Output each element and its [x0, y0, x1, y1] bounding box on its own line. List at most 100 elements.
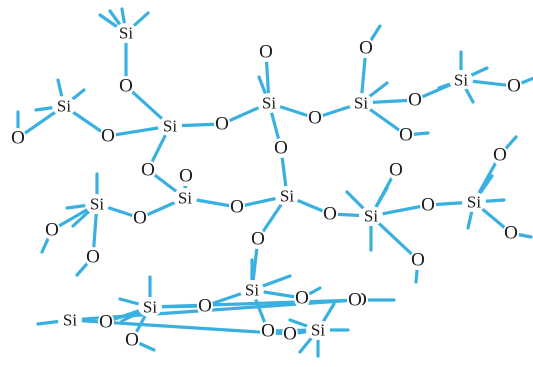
si-label: Si: [354, 94, 368, 113]
oxygen-atom-o14: O: [229, 197, 245, 218]
atom-label-background: [100, 126, 116, 146]
o-label: O: [119, 76, 133, 97]
atom-label-background: [282, 324, 298, 344]
o-label: O: [125, 330, 139, 351]
atom-label-background: [140, 160, 156, 180]
atom-label-background: [132, 208, 148, 228]
si-label: Si: [467, 193, 481, 212]
o-label: O: [99, 312, 113, 333]
oxygen-atom-o18: O: [250, 229, 266, 250]
atom-label-background: [322, 204, 338, 224]
oxygen-atom-o24: O: [197, 296, 213, 317]
silicon-atom-si6: Si: [449, 70, 473, 90]
si-label: Si: [262, 94, 276, 113]
o-label: O: [359, 38, 373, 59]
atom-label-background: [462, 192, 486, 212]
oxygen-atom-o2: O: [100, 126, 116, 147]
si-label: Si: [119, 24, 133, 43]
si-label: Si: [143, 298, 157, 317]
o-label: O: [507, 76, 521, 97]
si-label: Si: [63, 311, 77, 330]
silicon-atom-si5: Si: [349, 93, 373, 113]
atom-label-background: [178, 166, 194, 186]
oxygen-atom-o7: O: [307, 108, 323, 129]
silicon-atom-si10: Si: [359, 206, 383, 226]
o-label: O: [133, 208, 147, 229]
oxygen-atom-o22: O: [492, 145, 508, 166]
silicon-atom-si14: Si: [306, 320, 330, 340]
si-label: Si: [178, 189, 192, 208]
oxygen-atom-o9: O: [358, 38, 374, 59]
oxygen-atom-o17: O: [322, 204, 338, 225]
o-label: O: [399, 125, 413, 146]
oxygen-atom-o13: O: [132, 208, 148, 229]
atom-label-background: [306, 320, 330, 340]
atom-label-background: [273, 138, 289, 158]
o-label: O: [504, 223, 518, 244]
oxygen-atom-o26: O: [260, 321, 276, 342]
atom-label-background: [294, 288, 310, 308]
oxygen-atom-o8: O: [273, 138, 289, 159]
o-label: O: [261, 321, 275, 342]
atom-label-background: [260, 321, 276, 341]
oxygen-atom-o23: O: [503, 223, 519, 244]
atom-label-background: [138, 297, 162, 317]
o-label: O: [348, 290, 362, 311]
o-label: O: [179, 166, 193, 187]
o-label: O: [421, 195, 435, 216]
si-label: Si: [454, 71, 468, 90]
oxygen-atom-o3: O: [10, 128, 26, 149]
atom-label-background: [275, 186, 299, 206]
o-label: O: [86, 247, 100, 268]
si-label: Si: [245, 281, 259, 300]
atom-label-background: [158, 116, 182, 136]
o-label: O: [274, 138, 288, 159]
atom-label-background: [58, 310, 82, 330]
oxygen-atom-o32: O: [124, 330, 140, 351]
o-label: O: [308, 108, 322, 129]
atom-label-background: [52, 96, 76, 116]
si-label: Si: [364, 207, 378, 226]
o-label: O: [11, 128, 25, 149]
o-label: O: [259, 42, 273, 63]
atom-label-background: [449, 70, 473, 90]
o-label: O: [198, 296, 212, 317]
oxygen-atom-o1: O: [118, 76, 134, 97]
atom-label-background: [506, 76, 522, 96]
o-label: O: [215, 114, 229, 135]
si-label: Si: [90, 195, 104, 214]
atom-label-background: [214, 114, 230, 134]
silicon-atom-si11: Si: [462, 192, 486, 212]
atom-label-background: [98, 312, 114, 332]
silicon-atom-si4: Si: [257, 93, 281, 113]
atom-label-background: [250, 229, 266, 249]
atom-label-background: [492, 145, 508, 165]
atom-label-background: [407, 90, 423, 110]
oxygen-atom-o21: O: [410, 250, 426, 271]
atom-label-background: [410, 250, 426, 270]
oxygen-atom-o4: O: [214, 114, 230, 135]
atom-label-background: [307, 108, 323, 128]
atom-label-background: [359, 206, 383, 226]
o-label: O: [323, 204, 337, 225]
atom-label-background: [398, 125, 414, 145]
atom-label-background: [240, 280, 264, 300]
o-label: O: [251, 229, 265, 250]
atom-label-background: [118, 76, 134, 96]
o-label: O: [45, 220, 59, 241]
o-label: O: [408, 90, 422, 111]
atom-label-background: [197, 296, 213, 316]
silicon-atom-si13: Si: [138, 297, 162, 317]
silicon-atom-si1: Si: [114, 23, 138, 43]
atom-label-background: [257, 93, 281, 113]
o-label: O: [230, 197, 244, 218]
atom-label-background: [388, 160, 404, 180]
silicon-atom-si7: Si: [173, 188, 197, 208]
oxygen-atom-o11: O: [398, 125, 414, 146]
atom-label-background: [85, 194, 109, 214]
si-label: Si: [57, 97, 71, 116]
si-label: Si: [311, 321, 325, 340]
silicon-atom-si9: Si: [275, 186, 299, 206]
oxygen-atom-o19: O: [388, 160, 404, 181]
